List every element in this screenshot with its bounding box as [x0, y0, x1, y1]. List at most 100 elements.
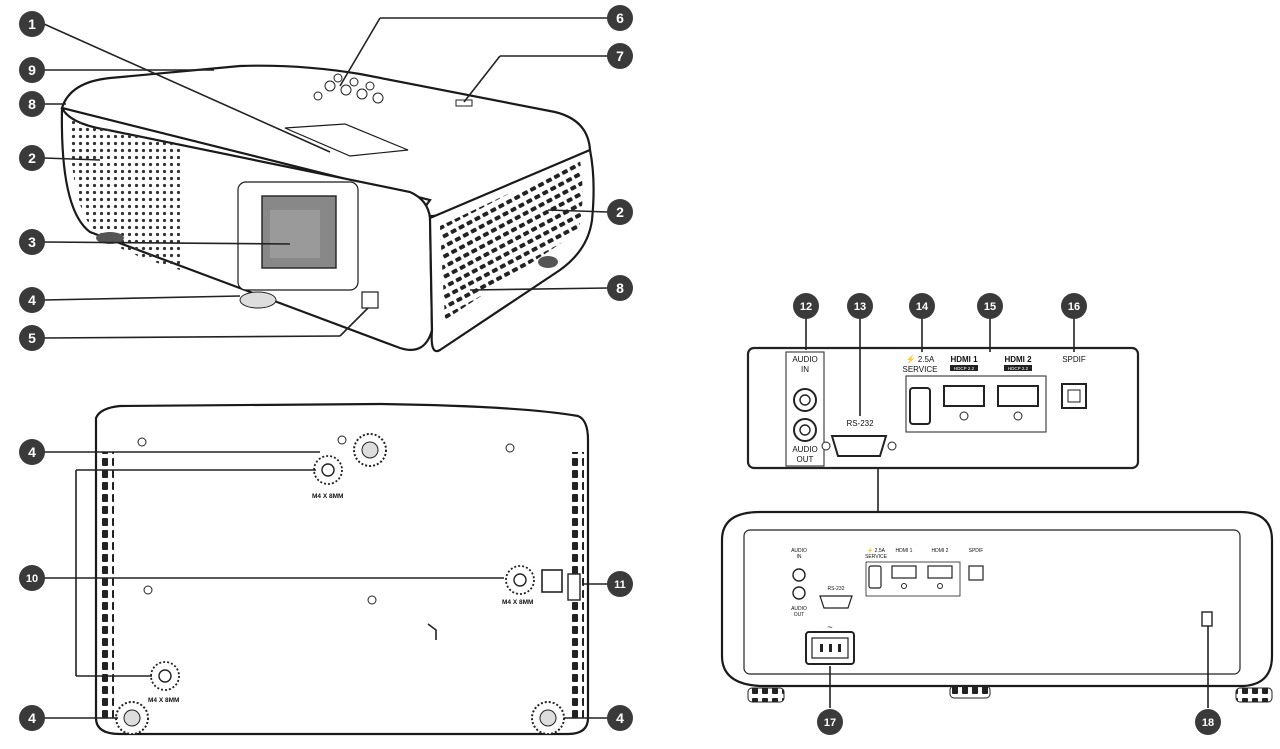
mount-hole-right	[505, 565, 535, 595]
rear-hdmi1-label: HDMI 1	[896, 548, 913, 554]
svg-text:15: 15	[984, 301, 996, 313]
rear-spdif-label: SPDIF	[969, 548, 984, 554]
svg-text:11: 11	[614, 579, 626, 591]
badge-15: 15	[977, 293, 1003, 319]
screw-4	[367, 595, 377, 605]
mount-hole-left	[150, 661, 180, 691]
badge-4-bottom-right: 4	[607, 705, 633, 731]
leader-lines	[43, 17, 1209, 719]
badge-9: 9	[19, 57, 45, 83]
badge-5: 5	[19, 325, 45, 351]
badge-4-front: 4	[19, 287, 45, 313]
svg-text:3: 3	[28, 234, 36, 250]
rear-service-2: SERVICE	[865, 554, 888, 560]
usb-service-port	[909, 387, 931, 425]
adjuster-foot-bottom-right	[531, 701, 565, 735]
svg-text:6: 6	[616, 10, 624, 26]
lens-glass	[270, 210, 320, 258]
screw-1	[137, 437, 147, 447]
ir-sensor-top	[455, 99, 473, 107]
badge-2-left: 2	[19, 145, 45, 171]
rear-foot-right	[1235, 687, 1273, 703]
svg-text:2: 2	[616, 204, 624, 220]
foot-left	[96, 232, 124, 244]
projector-bottom-view: M4 X 8MM M4 X 8MM M4 X 8MM	[94, 402, 590, 736]
badge-8-left: 8	[19, 91, 45, 117]
foot-right	[538, 256, 558, 268]
rear-panel	[743, 529, 1241, 675]
screw-3	[143, 585, 153, 595]
adjuster-foot-bottom-left	[115, 701, 149, 735]
badge-7: 7	[607, 43, 633, 69]
svg-text:2: 2	[28, 150, 36, 166]
svg-text:10: 10	[26, 573, 38, 585]
svg-text:8: 8	[616, 280, 624, 296]
badge-2-right: 2	[607, 199, 633, 225]
spdif-label: SPDIF	[1062, 355, 1086, 364]
rear-foot-center	[949, 685, 991, 699]
service-label-2: SERVICE	[903, 365, 938, 374]
badge-12: 12	[793, 293, 819, 319]
svg-text:16: 16	[1068, 301, 1080, 313]
badge-16: 16	[1061, 293, 1087, 319]
mount-hole-top	[313, 455, 343, 485]
svg-text:8: 8	[28, 96, 36, 112]
svg-text:9: 9	[28, 62, 36, 78]
rear-hdmi2-label: HDMI 2	[932, 548, 949, 554]
control-panel	[313, 73, 384, 104]
badge-8-right: 8	[607, 275, 633, 301]
rear-foot-left	[747, 687, 785, 703]
rs232-label: RS-232	[846, 419, 874, 428]
service-label-1: ⚡ 2.5A	[906, 354, 935, 364]
svg-text:~: ~	[827, 622, 832, 632]
adjuster-foot-top	[353, 433, 387, 467]
rear-audio-out-2: OUT	[794, 612, 805, 618]
screw-label-left: M4 X 8MM	[148, 697, 179, 704]
svg-text:4: 4	[616, 710, 624, 726]
svg-text:4: 4	[28, 444, 36, 460]
port-panel-zoom: AUDIO IN AUDIO OUT RS-232 ⚡ 2.5A SERVICE…	[746, 346, 1140, 512]
ir-sensor-front	[361, 291, 379, 309]
bottom-mark	[427, 623, 437, 640]
kensington-lock	[1201, 611, 1213, 627]
rear-audio-in-1: AUDIO	[791, 548, 807, 554]
badge-18: 18	[1195, 709, 1221, 735]
front-speaker-grille	[70, 120, 180, 270]
badge-3: 3	[19, 229, 45, 255]
svg-text:5: 5	[28, 330, 36, 346]
rear-service-1: ⚡ 2.5A	[867, 547, 886, 554]
badge-17: 17	[817, 709, 843, 735]
svg-text:4: 4	[28, 710, 36, 726]
bottom-casing	[94, 402, 590, 736]
hdmi1-label: HDMI 1	[950, 355, 978, 364]
screw-5	[337, 435, 347, 445]
badge-1: 1	[19, 11, 45, 37]
audio-group-frame	[785, 351, 825, 467]
svg-text:12: 12	[800, 301, 812, 313]
hdmi2-label: HDMI 2	[1004, 355, 1032, 364]
svg-text:4: 4	[28, 292, 36, 308]
rear-rs232-label: RS-232	[828, 586, 845, 592]
badge-10: 10	[19, 565, 45, 591]
side-vent-grille	[440, 160, 583, 320]
rs232-port	[830, 435, 888, 457]
svg-text:7: 7	[616, 48, 624, 64]
hdmi2-port	[997, 385, 1039, 407]
badge-13: 13	[847, 293, 873, 319]
rear-audio-in-2: IN	[797, 554, 802, 560]
badge-14: 14	[909, 293, 935, 319]
badge-11: 11	[607, 571, 633, 597]
svg-text:18: 18	[1202, 717, 1214, 729]
svg-text:14: 14	[916, 301, 929, 313]
projector-rear-view: AUDIO IN AUDIO OUT RS-232 ⚡ 2.5A SERVICE…	[720, 510, 1274, 703]
svg-text:13: 13	[854, 301, 866, 313]
screw-2	[505, 443, 515, 453]
projector-front-view	[60, 64, 595, 353]
security-bar	[541, 569, 563, 593]
audio-out-label-1: AUDIO	[792, 445, 817, 454]
hdcp2-label: HDCP 2.2	[1008, 366, 1029, 371]
badge-4-bottom-left: 4	[19, 705, 45, 731]
hdmi1-port	[943, 385, 985, 407]
